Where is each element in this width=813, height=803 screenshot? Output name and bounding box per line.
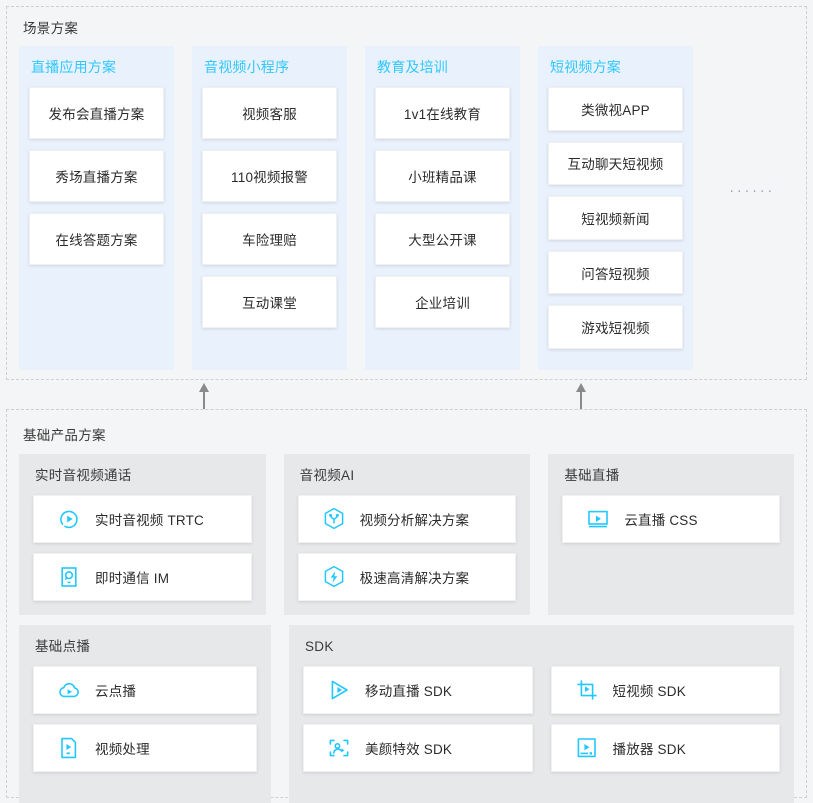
scenario-column-header: 直播应用方案 [31,59,117,75]
scenario-item[interactable]: 互动课堂 [202,276,337,328]
product-group-rtc: 实时音视频通话 实时音视频 TRTC [19,454,266,615]
scenario-column-shortvideo: 短视频方案 类微视APP 互动聊天短视频 短视频新闻 问答短视频 游戏短视频 [538,46,693,370]
product-item-trtc[interactable]: 实时音视频 TRTC [33,494,252,543]
scenario-item[interactable]: 问答短视频 [548,250,683,295]
scenario-column-header: 教育及培训 [377,59,448,75]
product-item-player-sdk[interactable]: 播放器 SDK [550,723,780,772]
scenario-column-header: 短视频方案 [550,59,621,75]
chat-device-icon [56,564,82,590]
scenario-section: 场景方案 直播应用方案 发布会直播方案 秀场直播方案 在线答题方案 音视频小程序… [6,6,807,380]
product-item-label: 播放器 SDK [612,741,686,757]
product-group-items: 实时音视频 TRTC 即时通信 IM [33,494,252,601]
scenario-columns: 直播应用方案 发布会直播方案 秀场直播方案 在线答题方案 音视频小程序 视频客服… [19,46,794,370]
arrowhead [575,383,586,392]
product-item-cloud-vod[interactable]: 云点播 [33,665,257,714]
player-icon [574,735,600,761]
scenario-item[interactable]: 大型公开课 [375,213,510,265]
product-item-label: 视频处理 [95,741,150,757]
product-group-live: 基础直播 云直播 CSS [548,454,794,615]
scenario-item[interactable]: 秀场直播方案 [29,150,164,202]
product-item-label: 美颜特效 SDK [365,741,453,757]
product-group-items: 云直播 CSS [562,494,780,543]
product-row: 实时音视频通话 实时音视频 TRTC [19,454,794,615]
scenario-item[interactable]: 1v1在线教育 [375,87,510,139]
hexagon-analysis-icon [321,506,347,532]
product-item-label: 短视频 SDK [612,683,686,699]
product-item-label: 云直播 CSS [624,512,698,528]
screen-play-icon [585,506,611,532]
product-item-label: 实时音视频 TRTC [95,512,204,528]
product-item-video-processing[interactable]: 视频处理 [33,723,257,772]
arrow-stem [203,389,205,417]
arrow-up-right-icon [575,383,587,417]
scenario-item[interactable]: 游戏短视频 [548,305,683,349]
scenario-column-live: 直播应用方案 发布会直播方案 秀场直播方案 在线答题方案 [19,46,174,370]
triangle-play-icon [326,677,352,703]
face-beauty-icon [326,735,352,761]
arrow-stem [580,389,582,417]
product-section-title: 基础产品方案 [23,428,106,443]
product-item-css[interactable]: 云直播 CSS [562,494,780,543]
product-group-items: 视频分析解决方案 极速高清解决方案 [297,494,517,601]
product-item-label: 极速高清解决方案 [359,570,470,586]
ellipsis-indicator: ······ [729,185,776,200]
scenario-item[interactable]: 发布会直播方案 [29,87,164,139]
product-groups: 实时音视频通话 实时音视频 TRTC [19,454,794,803]
product-item-label: 移动直播 SDK [365,683,453,699]
product-item-label: 即时通信 IM [95,570,170,586]
scenario-item[interactable]: 110视频报警 [202,150,337,202]
product-group-title: 音视频AI [299,468,355,483]
product-item-short-video-sdk[interactable]: 短视频 SDK [550,665,780,714]
product-item-im[interactable]: 即时通信 IM [33,552,252,601]
scenario-section-title: 场景方案 [23,21,79,36]
scenario-item[interactable]: 小班精品课 [375,150,510,202]
product-item-mobile-live-sdk[interactable]: 移动直播 SDK [303,665,533,714]
video-edit-icon [56,735,82,761]
scenario-item[interactable]: 类微视APP [548,87,683,131]
more-scenarios: ······ [711,46,794,370]
product-group-title: SDK [305,639,334,654]
product-group-items: 移动直播 SDK 短视频 SDK [303,665,780,772]
scenario-column-education: 教育及培训 1v1在线教育 小班精品课 大型公开课 企业培训 [365,46,520,370]
scenario-item[interactable]: 互动聊天短视频 [548,141,683,186]
product-group-title: 基础直播 [564,468,620,483]
product-group-title: 实时音视频通话 [35,468,132,483]
scenario-column-header: 音视频小程序 [204,59,290,75]
scenario-item[interactable]: 企业培训 [375,276,510,328]
cloud-play-icon [56,677,82,703]
product-group-sdk: SDK 移动直播 SDK [289,625,794,803]
product-section: 基础产品方案 实时音视频通话 实时音 [6,409,807,803]
scenario-column-miniprogram: 音视频小程序 视频客服 110视频报警 车险理赔 互动课堂 [192,46,347,370]
crop-play-icon [574,677,600,703]
product-item-video-analysis[interactable]: 视频分析解决方案 [297,494,517,543]
circle-play-icon [56,506,82,532]
scenario-item[interactable]: 车险理赔 [202,213,337,265]
product-group-vod: 基础点播 云点播 [19,625,271,803]
product-row: 基础点播 云点播 [19,625,794,803]
product-group-title: 基础点播 [35,639,91,654]
arrowhead [198,383,209,392]
scenario-item[interactable]: 在线答题方案 [29,213,164,265]
product-item-label: 云点播 [95,683,137,699]
scenario-item[interactable]: 视频客服 [202,87,337,139]
product-item-beauty-sdk[interactable]: 美颜特效 SDK [303,723,533,772]
product-item-label: 视频分析解决方案 [359,512,470,528]
product-group-items: 云点播 视频处理 [33,665,257,772]
product-group-ai: 音视频AI 视频分析解决方案 [283,454,531,615]
scenario-item[interactable]: 短视频新闻 [548,196,683,240]
product-item-hd-solution[interactable]: 极速高清解决方案 [297,552,517,601]
hexagon-bolt-icon [321,564,347,590]
arrow-up-left-icon [198,383,210,417]
